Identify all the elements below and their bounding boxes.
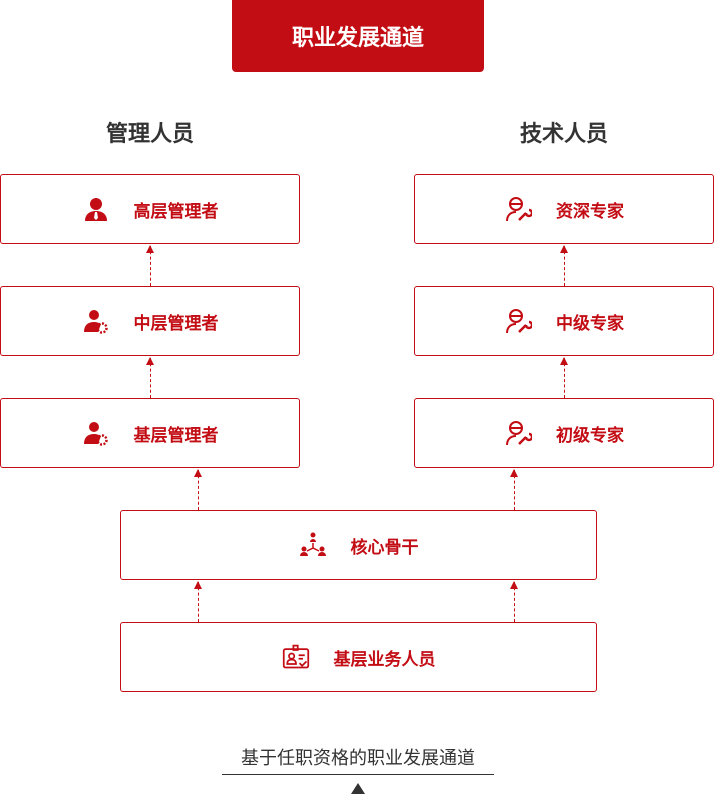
level-label: 核心骨干: [350, 537, 419, 558]
level-mid-expert: 中级专家: [414, 286, 714, 356]
level-junior-expert: 初级专家: [414, 398, 714, 468]
arrow-up: [146, 245, 154, 286]
level-senior-manager: 高层管理者: [0, 174, 300, 244]
level-base-staff: 基层业务人员: [120, 622, 597, 692]
level-label: 中级专家: [556, 313, 624, 334]
manager-gear-icon: [82, 419, 110, 447]
id-badge-icon: [282, 643, 310, 671]
engineer-wrench-icon: [504, 195, 532, 223]
level-label: 基层管理者: [133, 425, 219, 446]
arrow-up: [510, 469, 518, 510]
level-label: 基层业务人员: [333, 649, 436, 670]
engineer-wrench-icon: [504, 307, 532, 335]
technical-heading: 技术人员: [519, 122, 608, 147]
arrow-up: [510, 581, 518, 622]
level-senior-expert: 资深专家: [414, 174, 714, 244]
level-label: 中层管理者: [133, 313, 219, 334]
manager-gear-icon: [82, 307, 110, 335]
team-network-icon: [299, 531, 327, 559]
level-label: 高层管理者: [133, 201, 219, 222]
arrow-up: [194, 469, 202, 510]
arrow-up: [560, 357, 568, 398]
triangle-up-icon: [351, 783, 365, 794]
level-core-backbone: 核心骨干: [120, 510, 597, 580]
level-label: 资深专家: [556, 201, 624, 222]
level-label: 初级专家: [556, 425, 624, 446]
footer-caption: 基于任职资格的职业发展通道: [222, 744, 494, 775]
level-junior-manager: 基层管理者: [0, 398, 300, 468]
executive-icon: [82, 195, 110, 223]
arrow-up: [146, 357, 154, 398]
arrow-up: [194, 581, 202, 622]
engineer-wrench-icon: [504, 419, 532, 447]
management-heading: 管理人员: [105, 122, 194, 147]
diagram-title: 职业发展通道: [232, 0, 484, 72]
level-middle-manager: 中层管理者: [0, 286, 300, 356]
arrow-up: [560, 245, 568, 286]
